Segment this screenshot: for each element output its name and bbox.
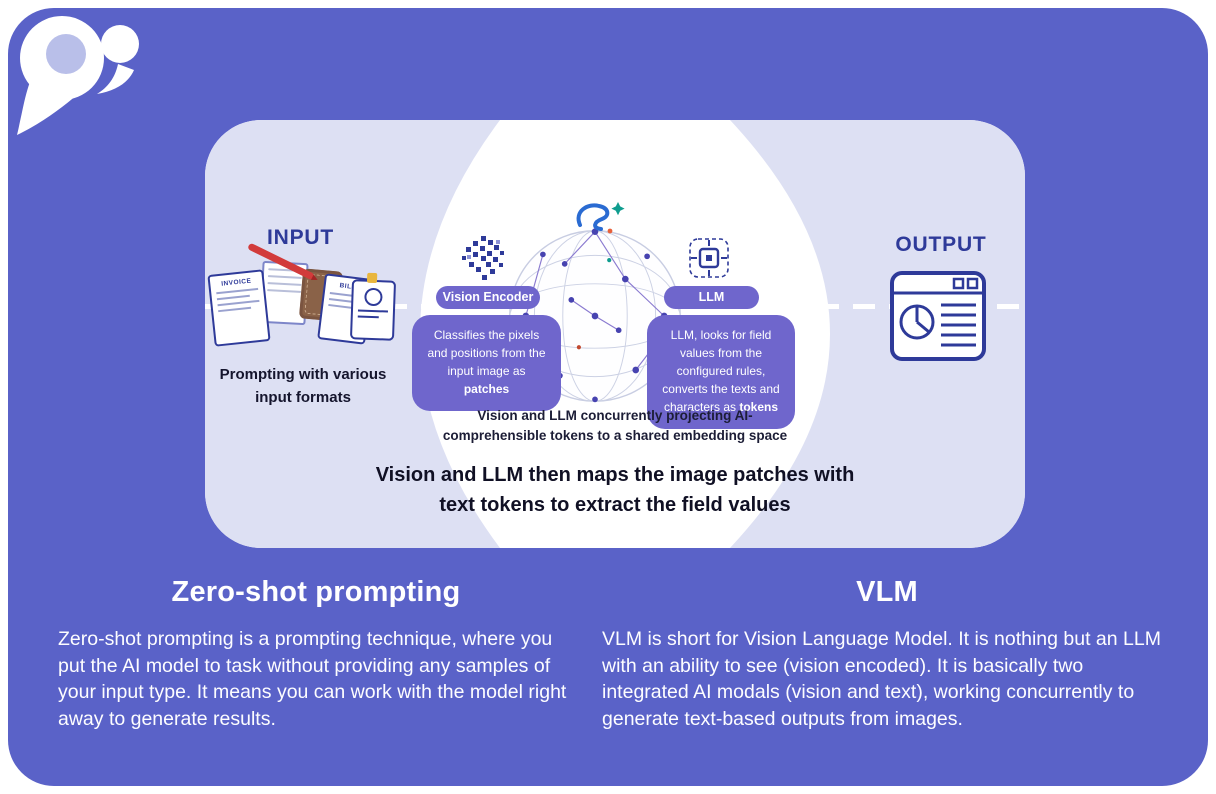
id-card-icon	[349, 272, 397, 341]
invoice-icon: INVOICE	[207, 269, 271, 347]
invoice-label: INVOICE	[220, 277, 252, 288]
llm-chip-icon	[689, 238, 729, 278]
diagram-panel: INPUT BILL INVOICE	[205, 120, 1025, 548]
llm-box-highlight: tokens	[739, 400, 779, 414]
section-zero-shot: Zero-shot prompting Zero-shot prompting …	[58, 576, 574, 733]
embedding-caption-line1: Vision and LLM concurrently projecting A…	[477, 408, 753, 423]
input-caption: Prompting with various input formats	[219, 366, 387, 406]
embedding-caption-line2: comprehensible tokens to a shared embedd…	[442, 427, 788, 443]
mapping-statement: Vision and LLM then maps the image patch…	[310, 460, 920, 520]
vision-encoder-icon	[462, 236, 504, 280]
brand-quote-logo	[17, 16, 139, 135]
input-formats-collage: BILL INVOICE	[207, 242, 397, 362]
llm-box-text: LLM, looks for field values from the con…	[662, 328, 780, 414]
mapping-statement-line2: text tokens to extract the field values	[439, 494, 791, 516]
input-label: INPUT	[267, 226, 334, 249]
mapping-statement-line1: Vision and LLM then maps the image patch…	[375, 464, 855, 486]
zia-logo	[576, 202, 625, 234]
section-vlm: VLM VLM is short for Vision Language Mod…	[602, 576, 1172, 733]
vision-encoder-box: Classifies the pixels and positions from…	[412, 315, 561, 411]
output-label: OUTPUT	[895, 233, 987, 256]
vision-encoder-pill: Vision Encoder	[436, 286, 540, 309]
vision-box-text: Classifies the pixels and positions from…	[427, 328, 546, 378]
zero-shot-body: Zero-shot prompting is a prompting techn…	[58, 628, 567, 731]
output-report-icon	[890, 271, 986, 361]
zero-shot-title: Zero-shot prompting	[171, 576, 461, 608]
id-card-avatar	[364, 287, 383, 307]
vision-box-highlight: patches	[463, 382, 510, 396]
llm-pill: LLM	[664, 286, 759, 309]
llm-box: LLM, looks for field values from the con…	[647, 315, 795, 429]
embedding-caption: Vision and LLM concurrently projecting A…	[415, 406, 815, 445]
vlm-title: VLM	[856, 576, 918, 608]
purple-card: INPUT BILL INVOICE	[8, 8, 1208, 786]
id-card-clip	[366, 272, 378, 284]
vlm-body: VLM is short for Vision Language Model. …	[602, 628, 1161, 731]
